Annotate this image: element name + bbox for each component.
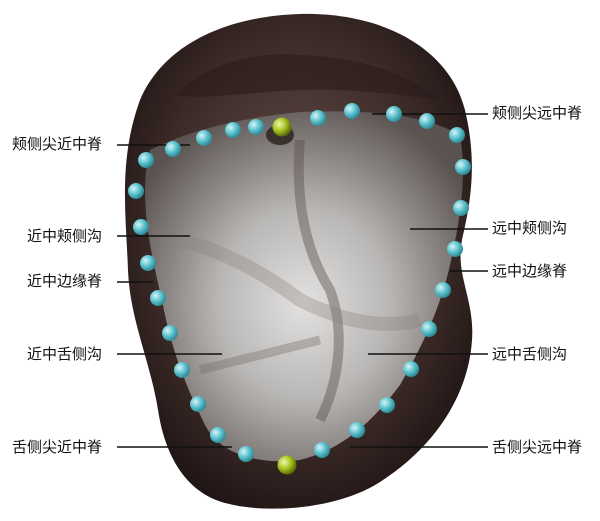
label-lingual-cusp-mesial-ridge: 舌侧尖近中脊	[12, 438, 102, 456]
label-distolingual-groove: 远中舌侧沟	[492, 345, 567, 363]
label-lingual-cusp-distal-ridge: 舌侧尖远中脊	[492, 438, 582, 456]
label-mesial-marginal-ridge: 近中边缘脊	[27, 272, 102, 290]
label-mesiobuccal-groove: 近中颊侧沟	[27, 227, 102, 245]
label-mesiolingual-groove: 近中舌侧沟	[27, 345, 102, 363]
label-distobuccal-groove: 远中颊侧沟	[492, 219, 567, 237]
label-distal-marginal-ridge: 远中边缘脊	[492, 262, 567, 280]
label-buccal-cusp-mesial-ridge: 颊侧尖近中脊	[12, 135, 102, 153]
label-buccal-cusp-distal-ridge: 颊侧尖远中脊	[492, 104, 582, 122]
